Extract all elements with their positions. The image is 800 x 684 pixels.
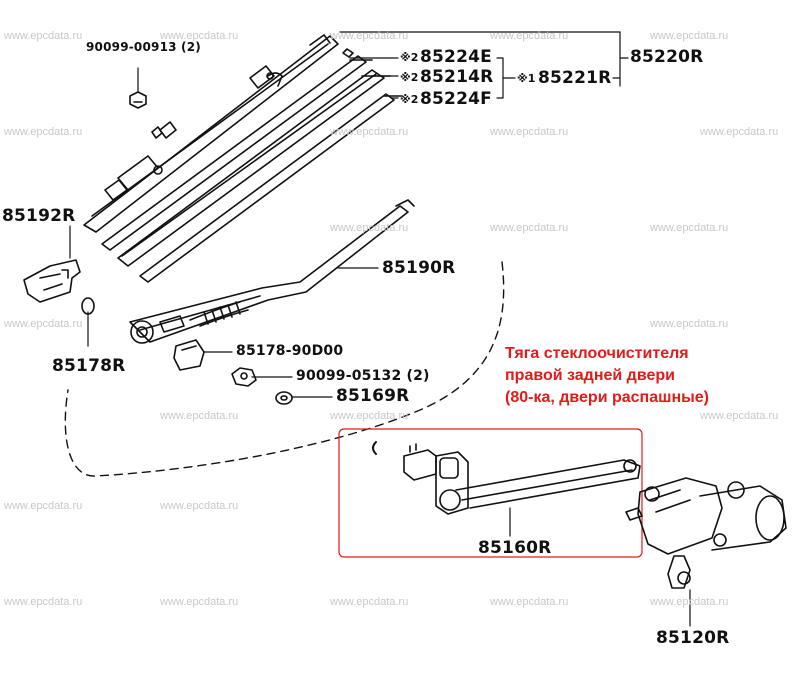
nut-90099-05132	[231, 367, 257, 387]
highlight-box	[338, 428, 643, 558]
watermark: www.epcdata.ru	[4, 30, 83, 42]
part-label-85190R: 85190R	[382, 258, 456, 278]
red-note: Тяга стеклоочистителя правой задней двер…	[505, 343, 709, 409]
blade-frame	[83, 34, 339, 233]
qty-mark: ※1	[517, 72, 536, 85]
watermark: www.epcdata.ru	[160, 500, 239, 512]
watermark: www.epcdata.ru	[4, 318, 83, 330]
part-label-85224F: 85224F	[420, 89, 492, 109]
note-line: (80-ка, двери распашные)	[505, 389, 710, 406]
callout-lines	[69, 31, 691, 627]
note-line: Тяга стеклоочистителя	[505, 345, 689, 362]
part-label-85169R: 85169R	[336, 386, 410, 406]
watermark: www.epcdata.ru	[330, 596, 409, 608]
blade-strips	[101, 48, 403, 283]
watermark: www.epcdata.ru	[700, 126, 779, 138]
part-label-90099-05132: 90099-05132 (2)	[296, 368, 430, 384]
part-label-85178-90D00: 85178-90D00	[236, 343, 344, 359]
watermark: www.epcdata.ru	[650, 318, 729, 330]
cap-85178R	[81, 297, 95, 315]
wiper-arm	[129, 199, 415, 344]
arm-cap-85178-90D00	[173, 339, 205, 371]
part-label-85224E: 85224E	[420, 47, 492, 67]
motor-85120R	[625, 477, 787, 589]
watermark: www.epcdata.ru	[650, 30, 729, 42]
watermark: www.epcdata.ru	[330, 30, 409, 42]
watermark: www.epcdata.ru	[490, 30, 569, 42]
watermark: www.epcdata.ru	[700, 410, 779, 422]
part-label-85120R: 85120R	[656, 628, 730, 648]
watermark: www.epcdata.ru	[4, 126, 83, 138]
watermark: www.epcdata.ru	[4, 500, 83, 512]
watermark: www.epcdata.ru	[490, 596, 569, 608]
watermark: www.epcdata.ru	[160, 30, 239, 42]
watermark: www.epcdata.ru	[4, 596, 83, 608]
watermark: www.epcdata.ru	[330, 126, 409, 138]
qty-mark: ※2	[400, 71, 419, 84]
bracket-85192R	[23, 259, 81, 303]
screw-90099-00913	[129, 91, 147, 109]
qty-mark: ※2	[400, 51, 419, 64]
part-label-85192R: 85192R	[2, 206, 76, 226]
watermark: www.epcdata.ru	[490, 126, 569, 138]
part-label-85178R: 85178R	[52, 356, 126, 376]
part-label-85214R: 85214R	[420, 67, 494, 87]
linkage-85160R	[372, 441, 641, 515]
part-label-85160R: 85160R	[478, 538, 552, 558]
note-line: правой задней двери	[505, 367, 675, 384]
dashed-leader	[64, 261, 505, 477]
watermark: www.epcdata.ru	[650, 596, 729, 608]
watermark: www.epcdata.ru	[330, 222, 409, 234]
washer-85169R	[275, 391, 293, 405]
watermark: www.epcdata.ru	[330, 410, 409, 422]
qty-mark: ※2	[400, 93, 419, 106]
watermark: www.epcdata.ru	[650, 222, 729, 234]
watermark: www.epcdata.ru	[160, 596, 239, 608]
part-label-85220R: 85220R	[630, 47, 704, 67]
watermark: www.epcdata.ru	[490, 222, 569, 234]
watermark: www.epcdata.ru	[160, 410, 239, 422]
part-label-90099-00913: 90099-00913 (2)	[86, 40, 201, 54]
part-label-85221R: 85221R	[538, 68, 612, 88]
